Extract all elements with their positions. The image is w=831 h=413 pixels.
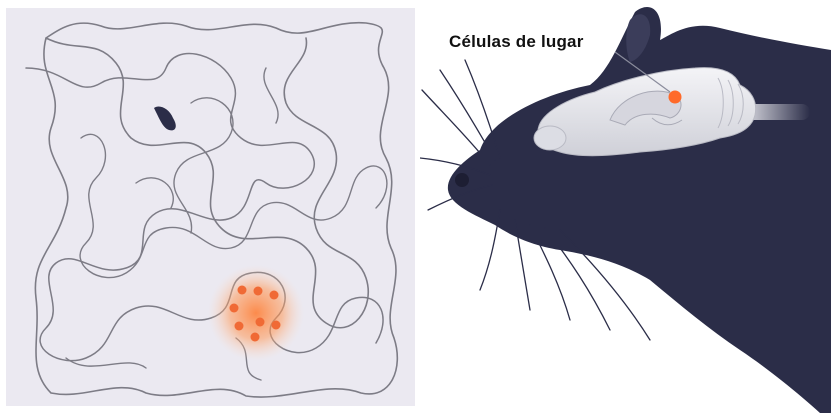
place-cell <box>237 285 247 295</box>
place-field-glow <box>208 265 304 361</box>
rat-trajectory <box>34 21 399 398</box>
rat-trajectory-2 <box>25 52 384 362</box>
arena-panel <box>6 8 415 406</box>
place-cell <box>229 303 239 313</box>
rat-trajectory-3 <box>65 67 388 381</box>
whiskers <box>420 59 651 341</box>
place-cell <box>255 317 265 327</box>
rat-panel <box>420 0 831 413</box>
brain-icon <box>533 67 757 157</box>
place-cell <box>234 321 244 331</box>
place-cells-label: Células de lugar <box>449 32 584 51</box>
place-cell <box>271 320 281 330</box>
arena-svg <box>25 21 399 398</box>
place-cell <box>269 290 279 300</box>
hippocampus-marker <box>668 90 682 104</box>
rat-head-icon <box>447 7 831 413</box>
spinal-cord <box>740 104 810 120</box>
place-cell-cluster <box>229 285 281 342</box>
label-pointer <box>614 51 671 93</box>
rat-top-view-icon <box>154 106 176 131</box>
place-cell <box>253 286 263 296</box>
place-cell <box>250 332 260 342</box>
rat-svg <box>420 7 831 413</box>
